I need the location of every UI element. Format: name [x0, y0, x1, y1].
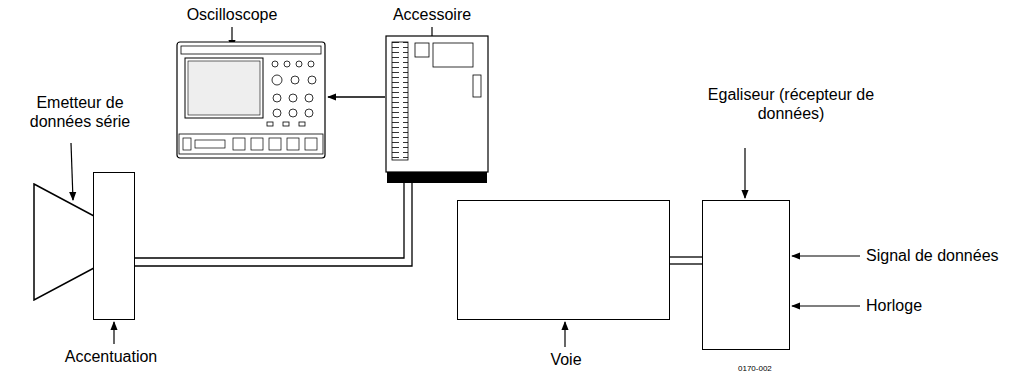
leader-line [792, 255, 860, 256]
accessory-illustration [385, 35, 489, 183]
oscilloscope: Oscilloscope [175, 38, 327, 160]
leader-line [564, 322, 565, 347]
callout-label: Voie [506, 350, 626, 369]
callout-label: Oscilloscope [162, 5, 302, 24]
emphasis-box: Accentuation [93, 172, 135, 320]
accessory: Accessoire [385, 35, 489, 183]
callout-label: Emetteur de données série [10, 93, 150, 131]
callout-label: Accentuation [46, 347, 176, 366]
leader-line [71, 143, 73, 200]
callout-label: Egaliseur (récepteur de données) [701, 85, 881, 123]
emitter-shape [33, 183, 95, 301]
connector [328, 97, 385, 98]
leader-line [744, 148, 745, 198]
channel-box: Voie [457, 200, 670, 320]
figure-number: 0170-002 [738, 364, 772, 374]
leader-line [113, 322, 114, 344]
connector [135, 183, 412, 266]
signal-name: Signal de données [866, 246, 999, 265]
emitter: Emetteur de données série [33, 183, 95, 301]
connector [670, 257, 702, 264]
equalizer-box: Egaliseur (récepteur de données) [702, 200, 790, 350]
signal-name: Horloge [866, 296, 922, 315]
callout-label: Accessoire [362, 5, 502, 24]
oscilloscope-illustration [175, 38, 327, 160]
leader-line [792, 305, 860, 306]
